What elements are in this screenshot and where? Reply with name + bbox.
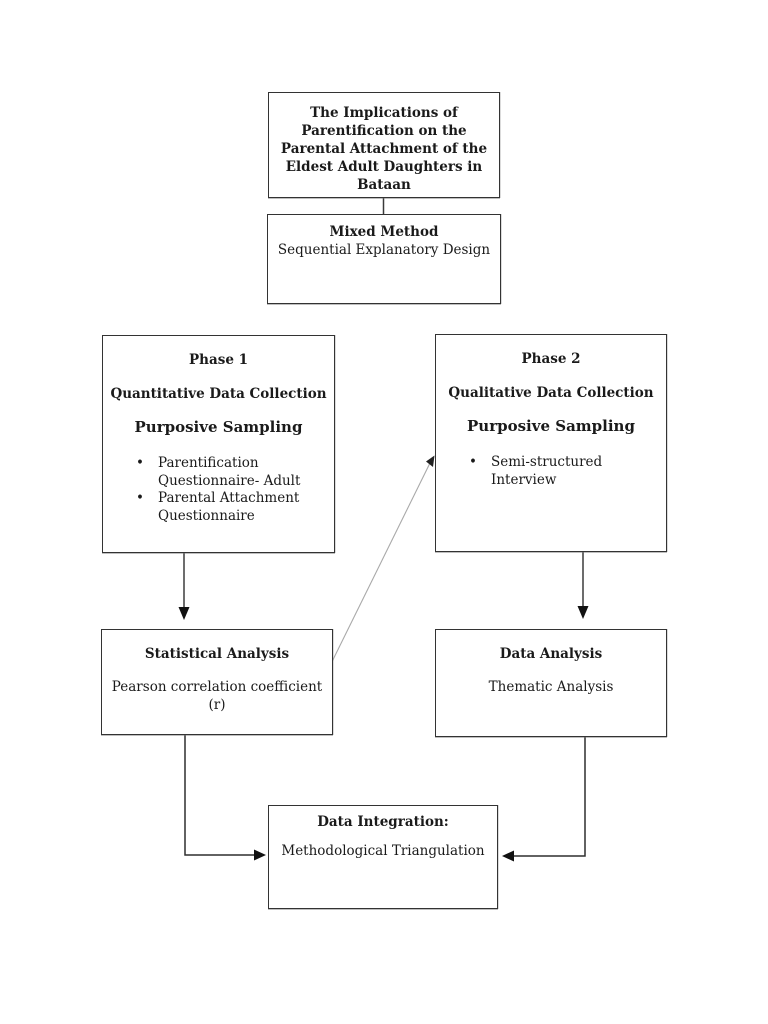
- list-item: • Semi-structured Interview: [466, 454, 666, 489]
- data-analysis-box: Data Analysis Thematic Analysis: [435, 629, 667, 737]
- method-box: Mixed Method Sequential Explanatory Desi…: [267, 214, 501, 304]
- data-analysis-title: Data Analysis: [499, 646, 603, 662]
- phase2-subheading: Purposive Sampling: [467, 417, 635, 435]
- method-box-subtitle: Sequential Explanatory Design: [277, 242, 491, 258]
- bullet-icon: •: [136, 455, 144, 471]
- data-integration-subtitle: Methodological Triangulation: [281, 843, 485, 859]
- phase1-subheading: Purposive Sampling: [134, 418, 303, 436]
- bullet-icon: •: [469, 454, 477, 470]
- arrow-phase1-to-statistical: [178, 553, 190, 620]
- phase1-heading: Quantitative Data Collection: [110, 386, 327, 402]
- arrow-statistical-to-integration: [184, 735, 266, 861]
- arrow-phase2-to-data-analysis: [577, 552, 589, 619]
- phase2-box: Phase 2 Qualitative Data Collection Purp…: [435, 334, 667, 552]
- bullet-icon: •: [136, 490, 144, 506]
- data-analysis-subtitle: Thematic Analysis: [488, 679, 614, 695]
- phase2-bullet-list: • Semi-structured Interview: [436, 454, 666, 489]
- research-title-box: The Implications of Parentification on t…: [268, 92, 500, 198]
- phase1-title: Phase 1: [189, 352, 248, 368]
- phase1-bullet-list: • Parentification Questionnaire- Adult •…: [103, 455, 334, 525]
- arrow-data-analysis-to-integration: [502, 737, 586, 862]
- data-integration-title: Data Integration:: [317, 814, 449, 830]
- method-box-title: Mixed Method: [329, 224, 439, 240]
- phase1-bullet-2: Parental Attachment Questionnaire: [158, 490, 300, 524]
- statistical-analysis-box: Statistical Analysis Pearson correlation…: [101, 629, 333, 735]
- statistical-analysis-title: Statistical Analysis: [144, 646, 290, 662]
- arrow-statistical-to-phase2: [320, 455, 435, 685]
- research-title-text: The Implications of Parentification on t…: [280, 105, 488, 193]
- phase1-box: Phase 1 Quantitative Data Collection Pur…: [102, 335, 335, 553]
- list-item: • Parentification Questionnaire- Adult: [133, 455, 334, 490]
- phase2-bullet-1: Semi-structured Interview: [491, 454, 603, 488]
- data-integration-box: Data Integration: Methodological Triangu…: [268, 805, 498, 909]
- phase2-title: Phase 2: [521, 351, 581, 367]
- statistical-analysis-subtitle: Pearson correlation coefficient (r): [111, 679, 323, 713]
- phase1-bullet-1: Parentification Questionnaire- Adult: [158, 455, 301, 489]
- list-item: • Parental Attachment Questionnaire: [133, 490, 334, 525]
- phase2-heading: Qualitative Data Collection: [448, 385, 654, 401]
